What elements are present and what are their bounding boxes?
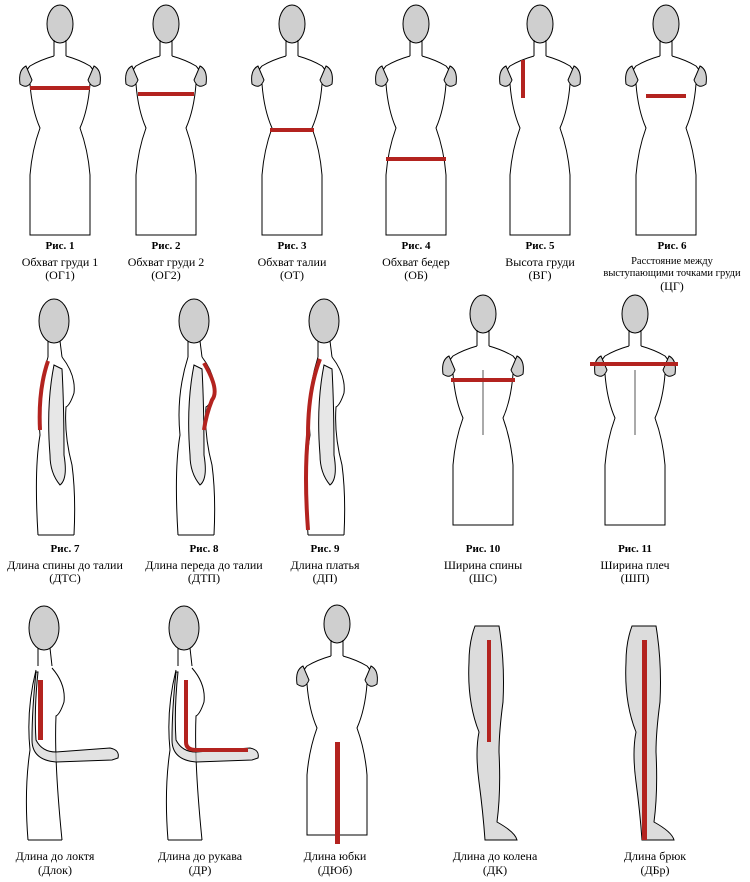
leg-16 bbox=[625, 625, 675, 841]
caption-14: Длина юбки(ДЮб) bbox=[303, 849, 367, 877]
measure-line bbox=[270, 128, 314, 132]
measure-line bbox=[138, 92, 194, 96]
figure-4 bbox=[366, 0, 466, 236]
caption-12: Длина до локтя(Длок) bbox=[15, 849, 95, 877]
mannequin-front-14 bbox=[296, 604, 378, 844]
figure-11 bbox=[585, 290, 685, 540]
leg-15 bbox=[468, 625, 518, 841]
figure-14 bbox=[287, 600, 387, 845]
figure-2 bbox=[116, 0, 216, 236]
measure-line bbox=[521, 60, 525, 98]
measure-line bbox=[304, 358, 322, 531]
mannequin-side-9 bbox=[304, 298, 346, 536]
figure-3 bbox=[242, 0, 342, 236]
mannequin-back-10 bbox=[442, 294, 524, 526]
figure-12 bbox=[12, 600, 127, 845]
mannequin-side-arm-12 bbox=[25, 605, 119, 841]
figure-8 bbox=[160, 295, 240, 540]
measure-line bbox=[642, 640, 647, 840]
mannequin-front-5 bbox=[499, 4, 581, 236]
mannequin-side-8 bbox=[175, 298, 217, 536]
caption-15: Длина до колена(ДК) bbox=[452, 849, 538, 877]
mannequin-front-1 bbox=[19, 4, 101, 236]
figure-1 bbox=[10, 0, 110, 236]
caption-13: Длина до рукава(ДР) bbox=[157, 849, 243, 877]
measure-line bbox=[646, 94, 686, 98]
figure-16 bbox=[612, 622, 692, 847]
measure-line bbox=[335, 742, 340, 844]
caption-16: Длина брюк(ДБр) bbox=[623, 849, 687, 877]
mannequin-front-4 bbox=[375, 4, 457, 236]
mannequin-side-arm-13 bbox=[165, 605, 259, 841]
measure-line bbox=[202, 361, 217, 431]
figure-5 bbox=[490, 0, 590, 236]
figure-10 bbox=[433, 290, 533, 540]
figure-6 bbox=[616, 0, 716, 236]
measure-line bbox=[30, 86, 90, 90]
mannequin-front-6 bbox=[625, 4, 707, 236]
mannequin-front-3 bbox=[251, 4, 333, 236]
mannequin-back-11 bbox=[590, 294, 678, 526]
measure-line bbox=[37, 360, 50, 431]
measure-line bbox=[38, 680, 43, 740]
measure-line bbox=[184, 680, 248, 752]
measure-line bbox=[590, 362, 678, 366]
figure-15 bbox=[455, 622, 535, 847]
figure-13 bbox=[152, 600, 267, 845]
measure-line bbox=[487, 640, 491, 742]
measure-line bbox=[451, 378, 515, 382]
figure-9 bbox=[290, 295, 370, 540]
measure-line bbox=[386, 157, 446, 161]
figure-7 bbox=[20, 295, 100, 540]
mannequin-front-2 bbox=[125, 4, 207, 236]
mannequin-side-7 bbox=[35, 298, 76, 536]
